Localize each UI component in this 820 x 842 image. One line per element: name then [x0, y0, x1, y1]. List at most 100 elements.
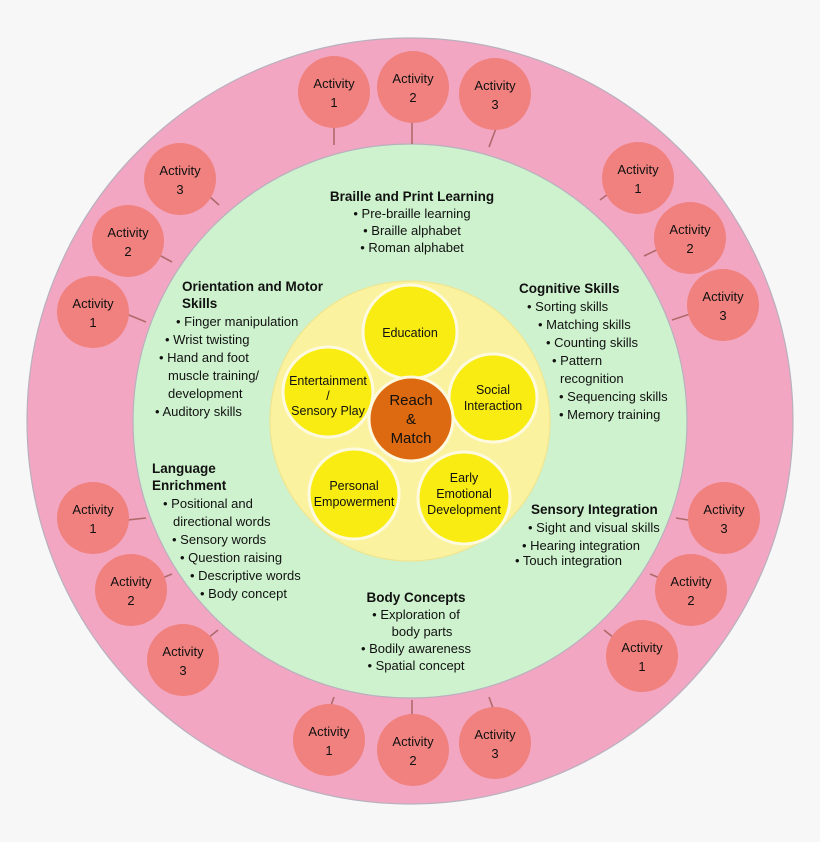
section-item: • Descriptive words	[190, 568, 301, 583]
activity-bubble-number: 3	[719, 308, 726, 323]
activity-bubble-upper-right-1[interactable]: Activity 1	[602, 142, 674, 214]
activity-bubble-number: 2	[124, 244, 131, 259]
activity-bubble-upper-left-3[interactable]: Activity 3	[144, 143, 216, 215]
inner-node-social-interaction[interactable]: Social Interaction	[447, 352, 539, 444]
activity-bubble-number: 3	[720, 521, 727, 536]
activity-bubble-label: Activity	[670, 574, 712, 589]
activity-bubble-upper-left-1[interactable]: Activity 1	[57, 276, 129, 348]
activity-bubble-number: 1	[325, 743, 332, 758]
section-item: recognition	[560, 371, 624, 386]
activity-bubble-number: 1	[330, 95, 337, 110]
section-item: • Sensory words	[172, 532, 267, 547]
inner-node-label-line1: Early	[450, 471, 479, 485]
inner-node-label-line3: Development	[427, 503, 501, 517]
activity-bubble-top-3[interactable]: Activity 3	[459, 58, 531, 130]
activity-bubble-bottom-3[interactable]: Activity 3	[459, 707, 531, 779]
section-title-line1: Language	[152, 461, 216, 476]
inner-node-label-line2: Empowerment	[314, 495, 395, 509]
section-item: • Roman alphabet	[360, 240, 464, 255]
activity-bubble-lower-right-3[interactable]: Activity 3	[688, 482, 760, 554]
inner-node-label-line3: Sensory Play	[291, 404, 365, 418]
activity-bubble-lower-left-2[interactable]: Activity 2	[95, 554, 167, 626]
section-language-enrichment: Language Enrichment • Positional and dir…	[152, 461, 301, 601]
section-item: • Finger manipulation	[176, 314, 298, 329]
section-item: muscle training/	[168, 368, 259, 383]
section-sensory-integration: Sensory Integration • Sight and visual s…	[515, 502, 660, 568]
section-body-concepts: Body Concepts • Exploration of body part…	[361, 590, 472, 673]
section-item: body parts	[392, 624, 453, 639]
section-orientation-and-motor-skills: Orientation and Motor Skills • Finger ma…	[155, 279, 324, 419]
section-item: • Counting skills	[546, 335, 638, 350]
section-item: • Sight and visual skills	[528, 520, 660, 535]
activity-bubble-number: 2	[687, 593, 694, 608]
section-item: • Matching skills	[538, 317, 631, 332]
inner-node-entertainment-sensory-play[interactable]: Entertainment / Sensory Play	[281, 345, 375, 439]
activity-bubble-label: Activity	[308, 724, 350, 739]
activity-bubble-bottom-2[interactable]: Activity 2	[377, 714, 449, 786]
section-item: • Braille alphabet	[363, 223, 461, 238]
section-title: Cognitive Skills	[519, 281, 620, 296]
section-title: Body Concepts	[366, 590, 465, 605]
inner-node-label-line1: Social	[476, 383, 510, 397]
section-item: • Positional and	[163, 496, 253, 511]
activity-bubble-label: Activity	[617, 162, 659, 177]
core-label-line2: &	[406, 411, 416, 428]
activity-bubble-top-1[interactable]: Activity 1	[298, 56, 370, 128]
section-title-line1: Orientation and Motor	[182, 279, 324, 294]
activity-bubble-number: 2	[127, 593, 134, 608]
activity-bubble-upper-right-3[interactable]: Activity 3	[687, 269, 759, 341]
activity-bubble-lower-left-1[interactable]: Activity 1	[57, 482, 129, 554]
section-title: Braille and Print Learning	[330, 189, 494, 204]
activity-bubble-label: Activity	[107, 225, 149, 240]
activity-bubble-lower-right-1[interactable]: Activity 1	[606, 620, 678, 692]
activity-bubble-number: 3	[491, 746, 498, 761]
activity-bubble-label: Activity	[474, 727, 516, 742]
section-item: • Touch integration	[515, 553, 622, 568]
core-label-line1: Reach	[389, 392, 432, 409]
inner-node-education[interactable]: Education	[361, 283, 459, 381]
inner-node-label: Education	[382, 326, 438, 340]
inner-node-label-line1: Entertainment	[289, 374, 367, 388]
activity-bubble-label: Activity	[392, 71, 434, 86]
activity-bubble-label: Activity	[392, 734, 434, 749]
activity-bubble-label: Activity	[474, 78, 516, 93]
activity-bubble-number: 1	[89, 315, 96, 330]
section-item: directional words	[173, 514, 271, 529]
core-label-line3: Match	[391, 430, 432, 447]
section-item: • Memory training	[559, 407, 660, 422]
activity-bubble-number: 2	[409, 90, 416, 105]
inner-node-label-line2: /	[326, 389, 330, 403]
activity-bubble-upper-left-2[interactable]: Activity 2	[92, 205, 164, 277]
activity-bubble-number: 3	[491, 97, 498, 112]
activity-bubble-label: Activity	[669, 222, 711, 237]
section-item: • Question raising	[180, 550, 282, 565]
inner-node-personal-empowerment[interactable]: Personal Empowerment	[307, 447, 401, 541]
section-item: • Sorting skills	[527, 299, 609, 314]
activity-bubble-top-2[interactable]: Activity 2	[377, 51, 449, 123]
section-item: • Bodily awareness	[361, 641, 472, 656]
activity-bubble-label: Activity	[72, 502, 114, 517]
section-title-line2: Skills	[182, 296, 217, 311]
activity-bubble-number: 2	[686, 241, 693, 256]
activity-bubble-number: 1	[638, 659, 645, 674]
core-circle-reach-and-match[interactable]: Reach & Match	[367, 375, 455, 463]
activity-bubble-number: 1	[89, 521, 96, 536]
section-item: • Body concept	[200, 586, 287, 601]
activity-bubble-bottom-1[interactable]: Activity 1	[293, 704, 365, 776]
activity-bubble-number: 1	[634, 181, 641, 196]
activity-bubble-lower-left-3[interactable]: Activity 3	[147, 624, 219, 696]
activity-bubble-number: 2	[409, 753, 416, 768]
inner-node-early-emotional-development[interactable]: Early Emotional Development	[416, 450, 512, 546]
activity-bubble-label: Activity	[702, 289, 744, 304]
section-item: • Pre-braille learning	[353, 206, 470, 221]
section-title: Sensory Integration	[531, 502, 658, 517]
activity-bubble-upper-right-2[interactable]: Activity 2	[654, 202, 726, 274]
section-item: • Auditory skills	[155, 404, 242, 419]
section-title-line2: Enrichment	[152, 478, 227, 493]
activity-bubble-lower-right-2[interactable]: Activity 2	[655, 554, 727, 626]
section-cognitive-skills: Cognitive Skills • Sorting skills • Matc…	[519, 281, 668, 422]
section-braille-and-print-learning: Braille and Print Learning • Pre-braille…	[330, 189, 494, 255]
section-item: • Hearing integration	[522, 538, 640, 553]
activity-bubble-label: Activity	[703, 502, 745, 517]
